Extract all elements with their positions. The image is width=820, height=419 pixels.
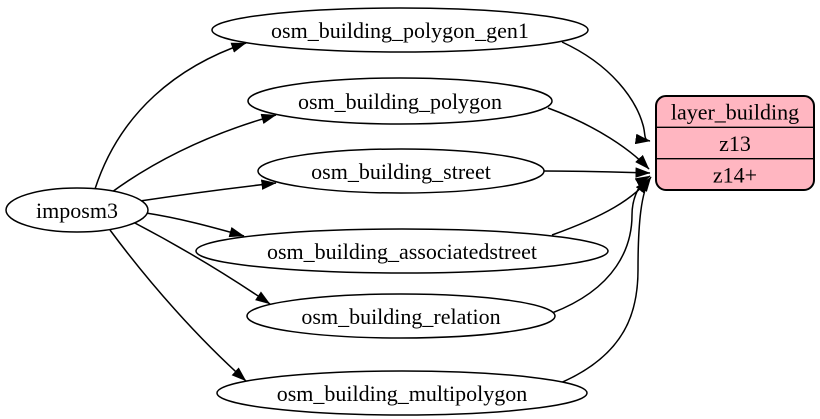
edge-imposm3-to-osm_building_polygon xyxy=(111,113,277,193)
node-layer: imposm3 osm_building_polygon_gen1 osm_buil… xyxy=(5,7,815,416)
edge-imposm3-to-osm_building_polygon_gen1 xyxy=(94,42,247,190)
osm_building_relation-ellipse xyxy=(246,293,556,339)
edge-osm_building_associatedstreet-to-layer_building-port-z14plus xyxy=(551,178,650,236)
layer_building-box xyxy=(655,95,815,191)
edge-osm_building_polygon_gen1-to-layer_building-port-z13 xyxy=(561,41,651,145)
node-osm_building_multipolygon: osm_building_multipolygon xyxy=(216,370,588,416)
layer_building-row-z14plus: z14+ xyxy=(713,162,757,187)
edge-imposm3-to-osm_building_relation xyxy=(132,221,271,305)
osm_building_multipolygon-ellipse xyxy=(216,370,588,416)
osm_building_street-label: osm_building_street xyxy=(311,159,491,184)
osm_building_polygon-label: osm_building_polygon xyxy=(298,89,502,114)
osm_building_street-ellipse xyxy=(257,148,545,194)
node-osm_building_relation: osm_building_relation xyxy=(246,293,556,339)
edge-osm_building_multipolygon-to-layer_building-port-z14plus xyxy=(557,176,652,385)
node-imposm3: imposm3 xyxy=(5,187,149,233)
edge-imposm3-to-osm_building_associatedstreet xyxy=(145,212,245,238)
osm_building_polygon_gen1-label: osm_building_polygon_gen1 xyxy=(271,18,529,43)
node-layer_building: layer_building z13 z14+ xyxy=(655,95,815,191)
imposm3-label: imposm3 xyxy=(36,198,118,223)
osm_building_polygon_gen1-ellipse xyxy=(211,7,589,53)
node-osm_building_polygon: osm_building_polygon xyxy=(247,77,553,125)
edge-osm_building_polygon-to-layer_building-port-z14plus xyxy=(547,107,650,170)
edge-osm_building_street-to-layer_building-port-z14plus xyxy=(542,167,651,178)
osm_building_multipolygon-label: osm_building_multipolygon xyxy=(277,381,528,406)
node-osm_building_polygon_gen1: osm_building_polygon_gen1 xyxy=(211,7,589,53)
osm_building_relation-label: osm_building_relation xyxy=(301,304,500,329)
osm_building_associatedstreet-label: osm_building_associatedstreet xyxy=(267,239,537,264)
osm_building_polygon-ellipse xyxy=(247,77,553,125)
edge-layer xyxy=(94,41,652,385)
node-osm_building_street: osm_building_street xyxy=(257,148,545,194)
node-osm_building_associatedstreet: osm_building_associatedstreet xyxy=(195,228,609,274)
layer_building-title: layer_building xyxy=(671,100,799,125)
imposm3-ellipse xyxy=(5,187,149,233)
edge-imposm3-to-osm_building_street xyxy=(139,179,277,202)
layer_building-row-z13: z13 xyxy=(719,131,751,156)
osm_building_associatedstreet-ellipse xyxy=(195,228,609,274)
edge-imposm3-to-osm_building_multipolygon xyxy=(109,229,247,382)
